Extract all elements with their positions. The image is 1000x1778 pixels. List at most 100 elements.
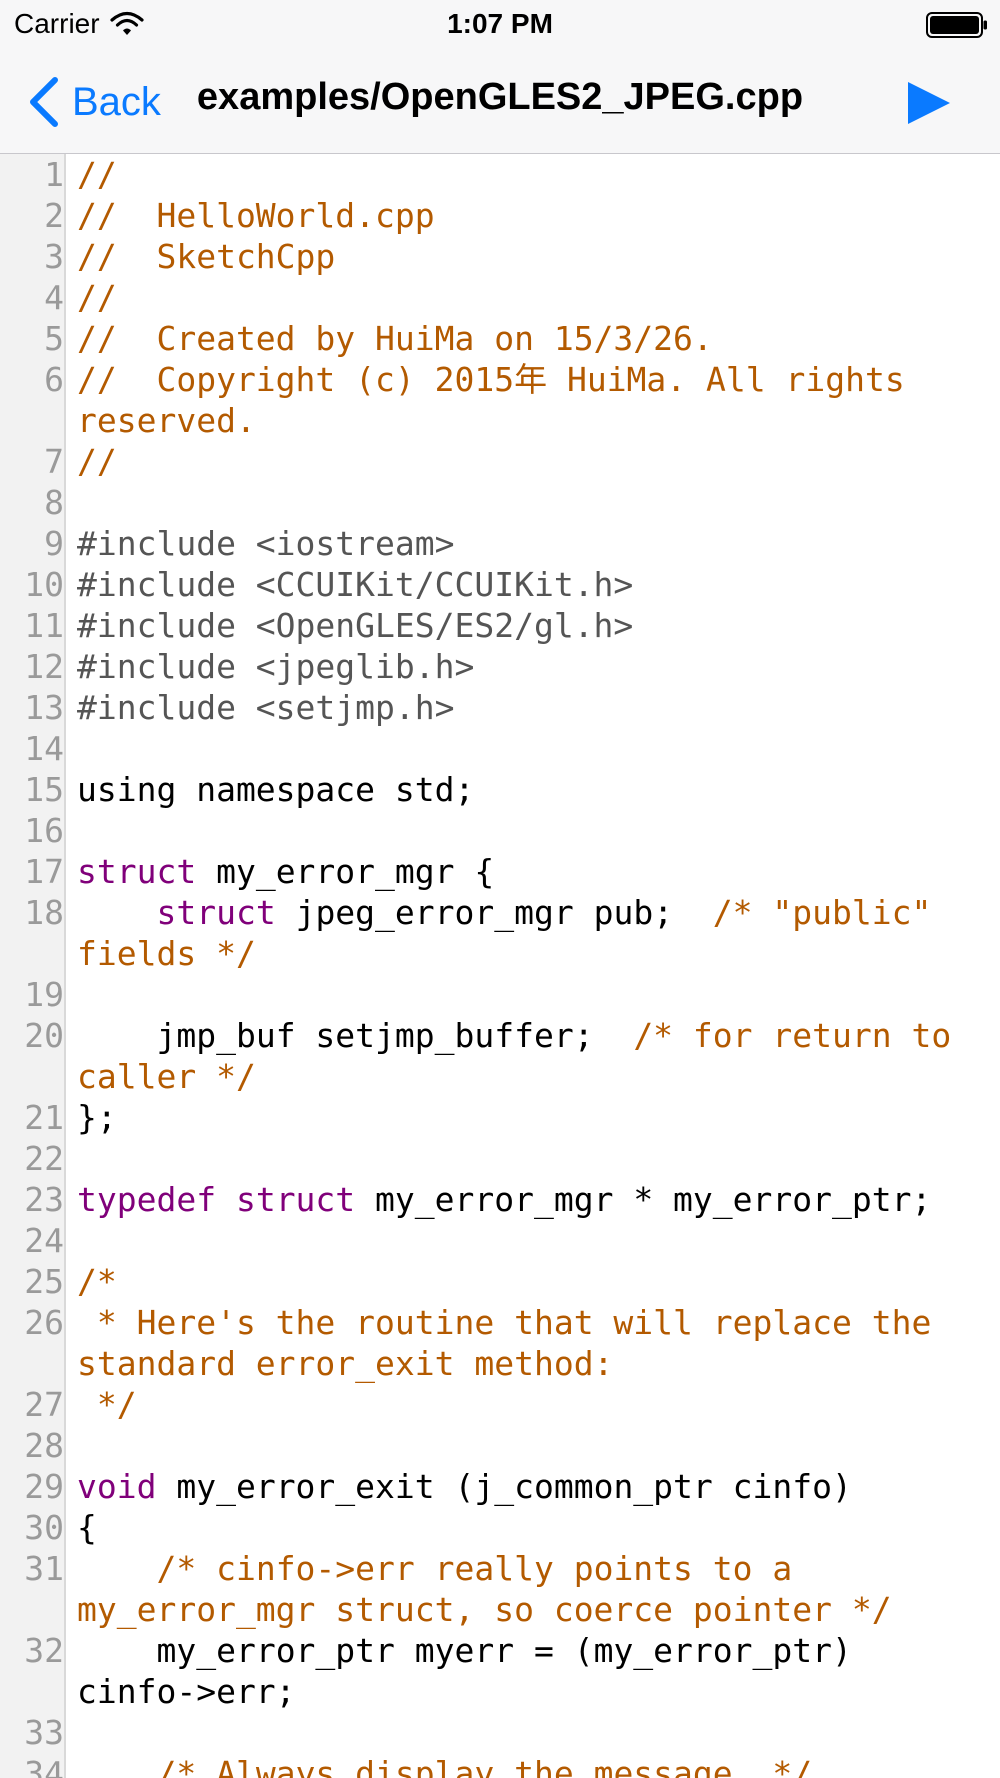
code-token: typedef: [77, 1180, 217, 1219]
code-line: 24: [0, 1220, 1000, 1261]
line-number: 15: [24, 770, 64, 809]
back-button[interactable]: Back: [26, 74, 161, 130]
code-line: 14: [0, 728, 1000, 769]
code-line: 34 /* Always display the message. */: [0, 1753, 1000, 1778]
line-number: 6: [44, 360, 64, 399]
play-icon[interactable]: [904, 78, 954, 128]
code-text: //: [66, 441, 987, 482]
chevron-left-icon: [30, 77, 58, 127]
line-number: 8: [44, 483, 64, 522]
code-line: 16: [0, 810, 1000, 851]
code-text: [66, 728, 987, 769]
code-text: #include <OpenGLES/ES2/gl.h>: [66, 605, 987, 646]
line-number: 3: [44, 237, 64, 276]
code-text: struct jpeg_error_mgr pub; /* "public" f…: [66, 892, 987, 974]
code-token: [77, 1549, 156, 1588]
navigation-bar: Back examples/OpenGLES2_JPEG.cpp: [0, 50, 1000, 154]
code-text: [66, 482, 987, 523]
code-token: * Here's the routine that will replace t…: [77, 1303, 952, 1383]
code-line: 2 // HelloWorld.cpp: [0, 195, 1000, 236]
line-number: 1: [44, 155, 64, 194]
code-token: my_error_exit (j_common_ptr cinfo): [156, 1467, 852, 1506]
code-text: /* cinfo->err really points to a my_erro…: [66, 1548, 987, 1630]
code-token: jpeg_error_mgr pub;: [275, 893, 713, 932]
code-text: #include <setjmp.h>: [66, 687, 987, 728]
code-text: [66, 1138, 987, 1179]
code-line: 21};: [0, 1097, 1000, 1138]
code-text: */: [66, 1384, 987, 1425]
code-text: // HelloWorld.cpp: [66, 195, 987, 236]
code-line: 15 using namespace std;: [0, 769, 1000, 810]
line-number: 29: [24, 1467, 64, 1506]
code-text: typedef struct my_error_mgr * my_error_p…: [66, 1179, 987, 1220]
code-token: [216, 1180, 236, 1219]
code-line: 7//: [0, 441, 1000, 482]
code-text: [66, 1712, 987, 1753]
line-number: 14: [24, 729, 64, 768]
back-button-label: Back: [72, 79, 161, 124]
code-line: 26 * Here's the routine that will replac…: [0, 1302, 1000, 1384]
code-line: 25/*: [0, 1261, 1000, 1302]
code-token: my_error_mgr {: [196, 852, 495, 891]
code-token: [77, 893, 156, 932]
line-number: 19: [24, 975, 64, 1014]
code-line: 22: [0, 1138, 1000, 1179]
code-line: 6 // Copyright (c) 2015年 HuiMa. All right…: [0, 359, 1000, 441]
code-token: // Created by HuiMa on 15/3/26.: [77, 319, 713, 358]
code-line: 9 #include <iostream>: [0, 523, 1000, 564]
code-line: 4//: [0, 277, 1000, 318]
code-text: // SketchCpp: [66, 236, 987, 277]
page-title: examples/OpenGLES2_JPEG.cpp: [196, 76, 804, 118]
code-token: #include <iostream>: [77, 524, 455, 563]
line-number: 5: [44, 319, 64, 358]
line-number: 13: [24, 688, 64, 727]
line-number: 2: [44, 196, 64, 235]
code-text: jmp_buf setjmp_buffer; /* for return to …: [66, 1015, 987, 1097]
code-text: };: [66, 1097, 987, 1138]
code-text: // Copyright (c) 2015年 HuiMa. All rights…: [66, 359, 987, 441]
code-line: 5 // Created by HuiMa on 15/3/26.: [0, 318, 1000, 359]
line-number: 22: [24, 1139, 64, 1178]
code-line: 8: [0, 482, 1000, 523]
code-text: //: [66, 154, 987, 195]
code-token: using namespace std;: [77, 770, 475, 809]
line-number: 33: [24, 1713, 64, 1752]
code-line: 18 struct jpeg_error_mgr pub; /* "public…: [0, 892, 1000, 974]
code-token: #include <OpenGLES/ES2/gl.h>: [77, 606, 634, 645]
code-token: void: [77, 1467, 157, 1506]
code-line: 1//: [0, 154, 1000, 195]
code-line: 27 */: [0, 1384, 1000, 1425]
line-number-gutter: [0, 154, 66, 1778]
line-number: 9: [44, 524, 64, 563]
status-time: 1:07 PM: [447, 8, 553, 39]
line-number: 21: [24, 1098, 64, 1137]
line-number: 17: [24, 852, 64, 891]
line-number: 18: [24, 893, 64, 932]
code-line: 10#include <CCUIKit/CCUIKit.h>: [0, 564, 1000, 605]
code-token: /* for return to caller */: [77, 1016, 972, 1096]
wifi-icon: [109, 11, 144, 35]
code-line: 13#include <setjmp.h>: [0, 687, 1000, 728]
code-text: struct my_error_mgr {: [66, 851, 987, 892]
code-token: /* "public" fields */: [77, 893, 952, 973]
code-line: 19: [0, 974, 1000, 1015]
code-token: // Copyright (c) 2015年 HuiMa. All rights…: [77, 360, 925, 440]
line-number: 23: [24, 1180, 64, 1219]
line-number: 4: [44, 278, 64, 317]
code-line: 28: [0, 1425, 1000, 1466]
carrier-indicator: Carrier: [14, 8, 144, 40]
code-token: // HelloWorld.cpp: [77, 196, 435, 235]
code-token: */: [77, 1385, 137, 1424]
line-number: 16: [24, 811, 64, 850]
line-number: 20: [24, 1016, 64, 1055]
code-token: /*: [77, 1262, 117, 1301]
code-token: jmp_buf setjmp_buffer;: [77, 1016, 634, 1055]
code-text: #include <jpeglib.h>: [66, 646, 987, 687]
line-number: 32: [24, 1631, 64, 1670]
code-line: 30{: [0, 1507, 1000, 1548]
code-text: using namespace std;: [66, 769, 987, 810]
